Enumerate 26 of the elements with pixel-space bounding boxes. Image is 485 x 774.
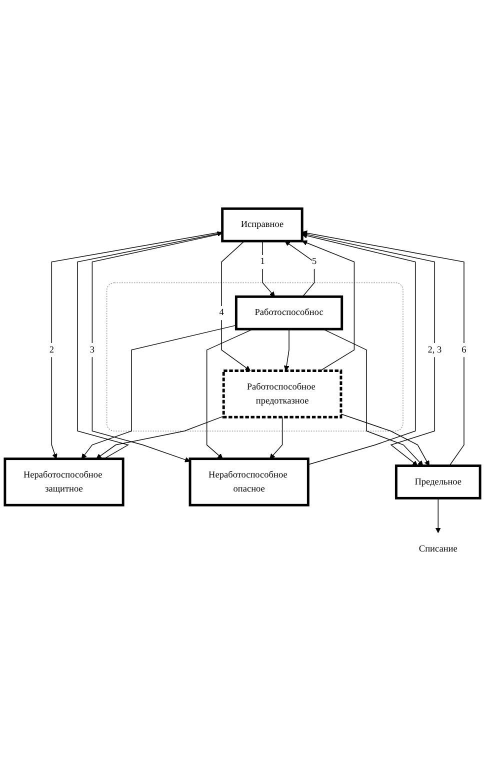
node-box: Работоспособное предотказное — [222, 370, 342, 418]
edge-label: 4 — [219, 308, 224, 318]
node-box: Неработоспособное опасное — [188, 458, 310, 506]
arrow — [270, 416, 283, 460]
node-box: Предельное — [394, 464, 482, 500]
arrow — [284, 328, 290, 372]
arrow — [302, 230, 464, 466]
edge-label: 2 — [49, 344, 54, 355]
cluster — [106, 282, 404, 432]
arrow — [81, 324, 237, 460]
arrow — [284, 240, 315, 298]
arrow — [435, 498, 441, 534]
node-box: Исправное — [221, 207, 304, 242]
edge-label: 5 — [312, 256, 317, 267]
node-box: Неработоспособное защитное — [4, 458, 124, 506]
arrow — [302, 240, 355, 372]
node-text: Списание — [418, 544, 458, 554]
edge-label: 6 — [462, 344, 466, 355]
arrow — [340, 414, 430, 466]
node-box: Работоспособнос — [234, 295, 344, 330]
arrow — [221, 240, 251, 372]
edge-label: 3 — [90, 344, 95, 355]
edge-label: 2, 3 — [428, 344, 442, 355]
arrow — [96, 416, 224, 460]
edge-label: 1 — [260, 256, 265, 267]
arrow — [51, 232, 223, 460]
